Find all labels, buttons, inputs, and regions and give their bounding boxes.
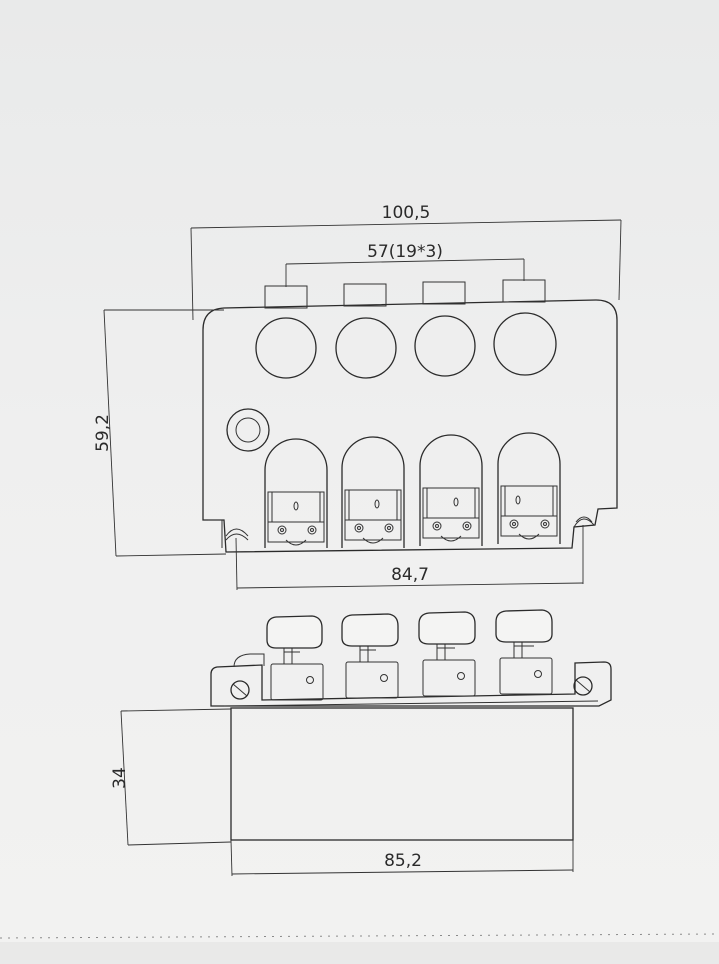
saddle-block-2 [344,489,402,521]
top-view-outline [202,299,618,553]
dimension-label-string-spacing: 57(19*3) [367,242,443,262]
side-saddle-screw-icon [534,670,542,678]
string-tab-3 [422,281,466,305]
side-saddle-4 [495,609,553,695]
saddle-slot-1 [264,438,328,548]
page-bottom-band [0,942,719,960]
page-edge-dotted-line [0,933,719,939]
top-view [202,279,618,553]
side-saddle-3 [418,611,476,697]
string-hole-2 [335,317,397,379]
dimension-label-height-top-view: 59,2 [93,414,113,452]
saddle-slot-4 [497,432,561,544]
saddle-screw-icon [432,521,442,531]
saddle-base-3 [422,517,480,539]
saddle-screw-icon [540,519,550,529]
saddle-base-2 [344,519,402,541]
side-view-baseplate [210,661,612,707]
saddle-block-4 [500,485,558,517]
mounting-hole-inner [235,417,261,443]
dimension-string-spacing: 57(19*3) [285,242,525,287]
left-slot-icon [225,528,249,541]
dimension-label-base-width: 85,2 [384,851,422,871]
saddle-base-4 [500,515,558,537]
side-saddle-screw-icon [457,672,465,680]
saddle-screw-icon [277,525,287,535]
side-saddle-2 [341,613,399,699]
string-tab-4 [502,279,546,303]
saddle-screw-icon [354,523,364,533]
side-view [210,609,612,841]
dimension-label-height-side-view: 34 [110,767,130,789]
saddle-screw-icon [462,521,472,531]
right-slot-icon [573,516,595,528]
saddle-base-1 [267,521,325,543]
dimension-mount-spacing: 84,7 [235,525,584,591]
saddle-slot-2 [341,436,405,548]
dimension-overall-width: 100,5 [190,203,622,321]
left-lip [233,653,265,668]
side-saddle-screw-icon [306,676,314,684]
string-tab-1 [264,285,308,309]
side-view-body [230,707,574,841]
dimension-label-mount-spacing: 84,7 [391,565,429,585]
dimension-label-overall-width: 100,5 [382,203,431,223]
left-notch [208,519,223,548]
side-mount-screw-left-icon [230,680,250,700]
side-saddle-1 [266,615,324,701]
saddle-slot-3 [419,434,483,546]
saddle-screw-icon [509,519,519,529]
dimension-height-side-view: 34 [110,708,232,846]
string-tab-2 [343,283,387,307]
string-hole-4 [493,312,557,376]
saddle-block-3 [422,487,480,519]
side-knob-2-icon [341,613,399,647]
saddle-screw-icon [307,525,317,535]
saddle-screw-icon [384,523,394,533]
side-mount-screw-right-icon [573,676,593,696]
side-knob-1-icon [266,615,323,649]
side-knob-3-icon [418,611,476,645]
dimension-base-width: 85,2 [230,839,574,877]
string-hole-3 [414,315,476,377]
side-knob-4-icon [495,609,553,643]
mounting-hole-outer [226,408,270,452]
saddle-block-1 [267,491,325,523]
dimension-height-top-view: 59,2 [93,309,227,557]
side-saddle-screw-icon [380,674,388,682]
string-hole-1 [255,317,317,379]
